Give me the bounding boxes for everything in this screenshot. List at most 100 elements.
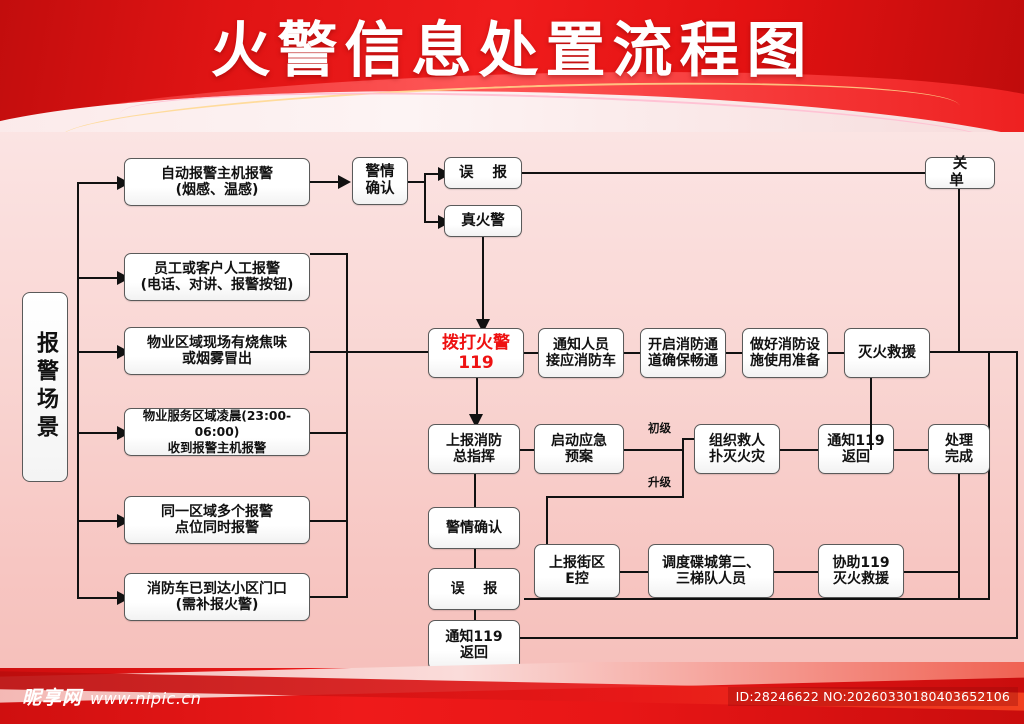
- footer-bar: 昵享网 www.nipic.cn ID:28246622 NO:20260330…: [0, 662, 1024, 724]
- label-level-escalate: 升级: [648, 475, 671, 489]
- edge-close-down: [958, 189, 961, 352]
- node-primary-2[interactable]: 通知119 返回: [818, 424, 894, 474]
- node-chain-3[interactable]: 做好消防设 施使用准备: [742, 328, 828, 378]
- node-primary-3[interactable]: 处理 完成: [928, 424, 990, 474]
- edge-call-to-chain1: [524, 352, 540, 355]
- node-report-commander[interactable]: 上报消防 总指挥: [428, 424, 520, 474]
- watermark-site-name: 昵享网: [22, 687, 83, 709]
- edge-source1-arrow: [338, 175, 351, 189]
- scene-label: 报警场景: [22, 292, 68, 482]
- edge-primary-out: [682, 438, 698, 441]
- node-emergency-plan[interactable]: 启动应急 预案: [534, 424, 624, 474]
- edge-done-down: [958, 474, 961, 598]
- node-false-alarm-top[interactable]: 误 报: [444, 157, 522, 189]
- page-title: 火警信息处置流程图: [210, 16, 814, 86]
- source-box-6[interactable]: 消防车已到达小区门口 (需补报火警): [124, 573, 310, 621]
- edge-chain1-to-chain2: [624, 352, 642, 355]
- collect-edge-6: [310, 596, 348, 599]
- flowchart-canvas: 报警场景 自动报警主机报警 (烟感、温感) 员工或客户人工报警 (电话、对讲、报…: [0, 132, 1024, 670]
- node-escalate-2[interactable]: 调度碟城第二、 三梯队人员: [648, 544, 774, 598]
- left-bus-branch-4: [77, 432, 119, 435]
- primary-3-line2: 完成: [945, 449, 973, 465]
- node-chain-2[interactable]: 开启消防通 道确保畅通: [640, 328, 726, 378]
- collect-edge-4: [310, 432, 348, 435]
- source-3-line1: 物业区域现场有烧焦味: [147, 335, 287, 351]
- left-bus-branch-6: [77, 597, 119, 600]
- watermark: 昵享网 www.nipic.cn: [22, 683, 201, 710]
- source-4-line2: 收到报警主机报警: [167, 441, 267, 455]
- left-bus-branch-3: [77, 351, 119, 354]
- escalate-2-line2: 三梯队人员: [676, 571, 746, 587]
- node-escalate-3[interactable]: 协助119 灭火救援: [818, 544, 904, 598]
- call-119-line2: 119: [458, 353, 494, 373]
- node-notify-119-return[interactable]: 通知119 返回: [428, 620, 520, 670]
- edge-false-to-close: [522, 172, 927, 175]
- title-banner: 火警信息处置流程图: [0, 0, 1024, 132]
- primary-3-line1: 处理: [945, 433, 973, 449]
- source-box-2[interactable]: 员工或客户人工报警 (电话、对讲、报警按钮): [124, 253, 310, 301]
- commander-line2: 总指挥: [453, 449, 495, 465]
- edge-source1-to-confirm: [310, 181, 340, 184]
- edge-escalate-left: [546, 496, 684, 499]
- edge-commander-to-plan: [520, 449, 536, 452]
- alarm-confirm-line1: 警情: [365, 164, 395, 180]
- edge-rescue-down-join: [870, 378, 873, 450]
- chain-1-line1: 通知人员: [553, 337, 609, 353]
- alarm-confirm-line2: 确认: [365, 181, 395, 197]
- node-call-119[interactable]: 拨打火警 119: [428, 328, 524, 378]
- edge-far-right-top: [930, 351, 1018, 354]
- escalate-3-line1: 协助119: [832, 555, 890, 571]
- notify-return-line1: 通知119: [445, 629, 503, 645]
- edge-bottom-return-rail: [524, 598, 990, 601]
- source-box-1[interactable]: 自动报警主机报警 (烟感、温感): [124, 158, 310, 206]
- node-alarm-confirm-2[interactable]: 警情确认: [428, 507, 520, 549]
- source-box-4[interactable]: 物业服务区域凌晨(23:00-06:00) 收到报警主机报警: [124, 408, 310, 456]
- confirm-split-stub: [408, 181, 426, 184]
- notify-return-line2: 返回: [460, 645, 488, 661]
- edge-primary2-to-done: [894, 449, 932, 452]
- edge-chain3-to-rescue: [828, 352, 846, 355]
- node-primary-1[interactable]: 组织救人 扑灭火灾: [694, 424, 780, 474]
- primary-2-line1: 通知119: [827, 433, 885, 449]
- chain-3-line2: 施使用准备: [750, 353, 820, 369]
- edge-far-right-vertical: [1016, 351, 1019, 639]
- node-false-alarm-2[interactable]: 误 报: [428, 568, 520, 610]
- node-alarm-confirm[interactable]: 警情 确认: [352, 157, 408, 205]
- node-chain-1[interactable]: 通知人员 接应消防车: [538, 328, 624, 378]
- source-5-line1: 同一区域多个报警: [161, 504, 273, 520]
- source-box-3[interactable]: 物业区域现场有烧焦味 或烟雾冒出: [124, 327, 310, 375]
- edge-right-outer-vertical: [988, 351, 991, 600]
- edge-escalate1-to-2: [620, 571, 652, 574]
- collect-edge-2: [310, 253, 348, 256]
- source-6-line1: 消防车已到达小区门口: [147, 581, 287, 597]
- source-box-5[interactable]: 同一区域多个报警 点位同时报警: [124, 496, 310, 544]
- node-fire-rescue[interactable]: 灭火救援: [844, 328, 930, 378]
- source-3-line2: 或烟雾冒出: [182, 351, 252, 367]
- edge-notify-return-rail: [520, 637, 1018, 640]
- call-119-line1: 拨打火警: [442, 333, 510, 353]
- left-bus-vertical: [77, 183, 80, 598]
- collect-edge-3: [310, 351, 348, 354]
- edge-realfire-to-call: [482, 237, 485, 321]
- primary-1-line1: 组织救人: [709, 433, 765, 449]
- escalate-3-line2: 灭火救援: [833, 571, 889, 587]
- edge-commander-to-confirm2: [474, 474, 477, 510]
- primary-1-line2: 扑灭火灾: [709, 449, 765, 465]
- escalate-1-line2: E控: [565, 571, 589, 587]
- chain-1-line2: 接应消防车: [546, 353, 616, 369]
- edge-false2-to-notify: [474, 610, 477, 624]
- confirm-to-true: [424, 221, 440, 224]
- node-real-fire[interactable]: 真火警: [444, 205, 522, 237]
- collector-bus-vertical: [346, 253, 349, 598]
- node-escalate-1[interactable]: 上报街区 E控: [534, 544, 620, 598]
- source-5-line2: 点位同时报警: [175, 520, 259, 536]
- escalate-1-line1: 上报街区: [549, 555, 605, 571]
- edge-primary1-to-notify: [780, 449, 820, 452]
- node-close-ticket[interactable]: 关 单: [925, 156, 995, 189]
- source-2-line2: (电话、对讲、报警按钮): [140, 277, 294, 293]
- escalate-2-line1: 调度碟城第二、: [662, 555, 760, 571]
- plan-line2: 预案: [565, 449, 593, 465]
- edge-chain2-to-chain3: [726, 352, 744, 355]
- confirm-split-vertical: [424, 173, 427, 223]
- source-1-line2: (烟感、温感): [175, 182, 259, 198]
